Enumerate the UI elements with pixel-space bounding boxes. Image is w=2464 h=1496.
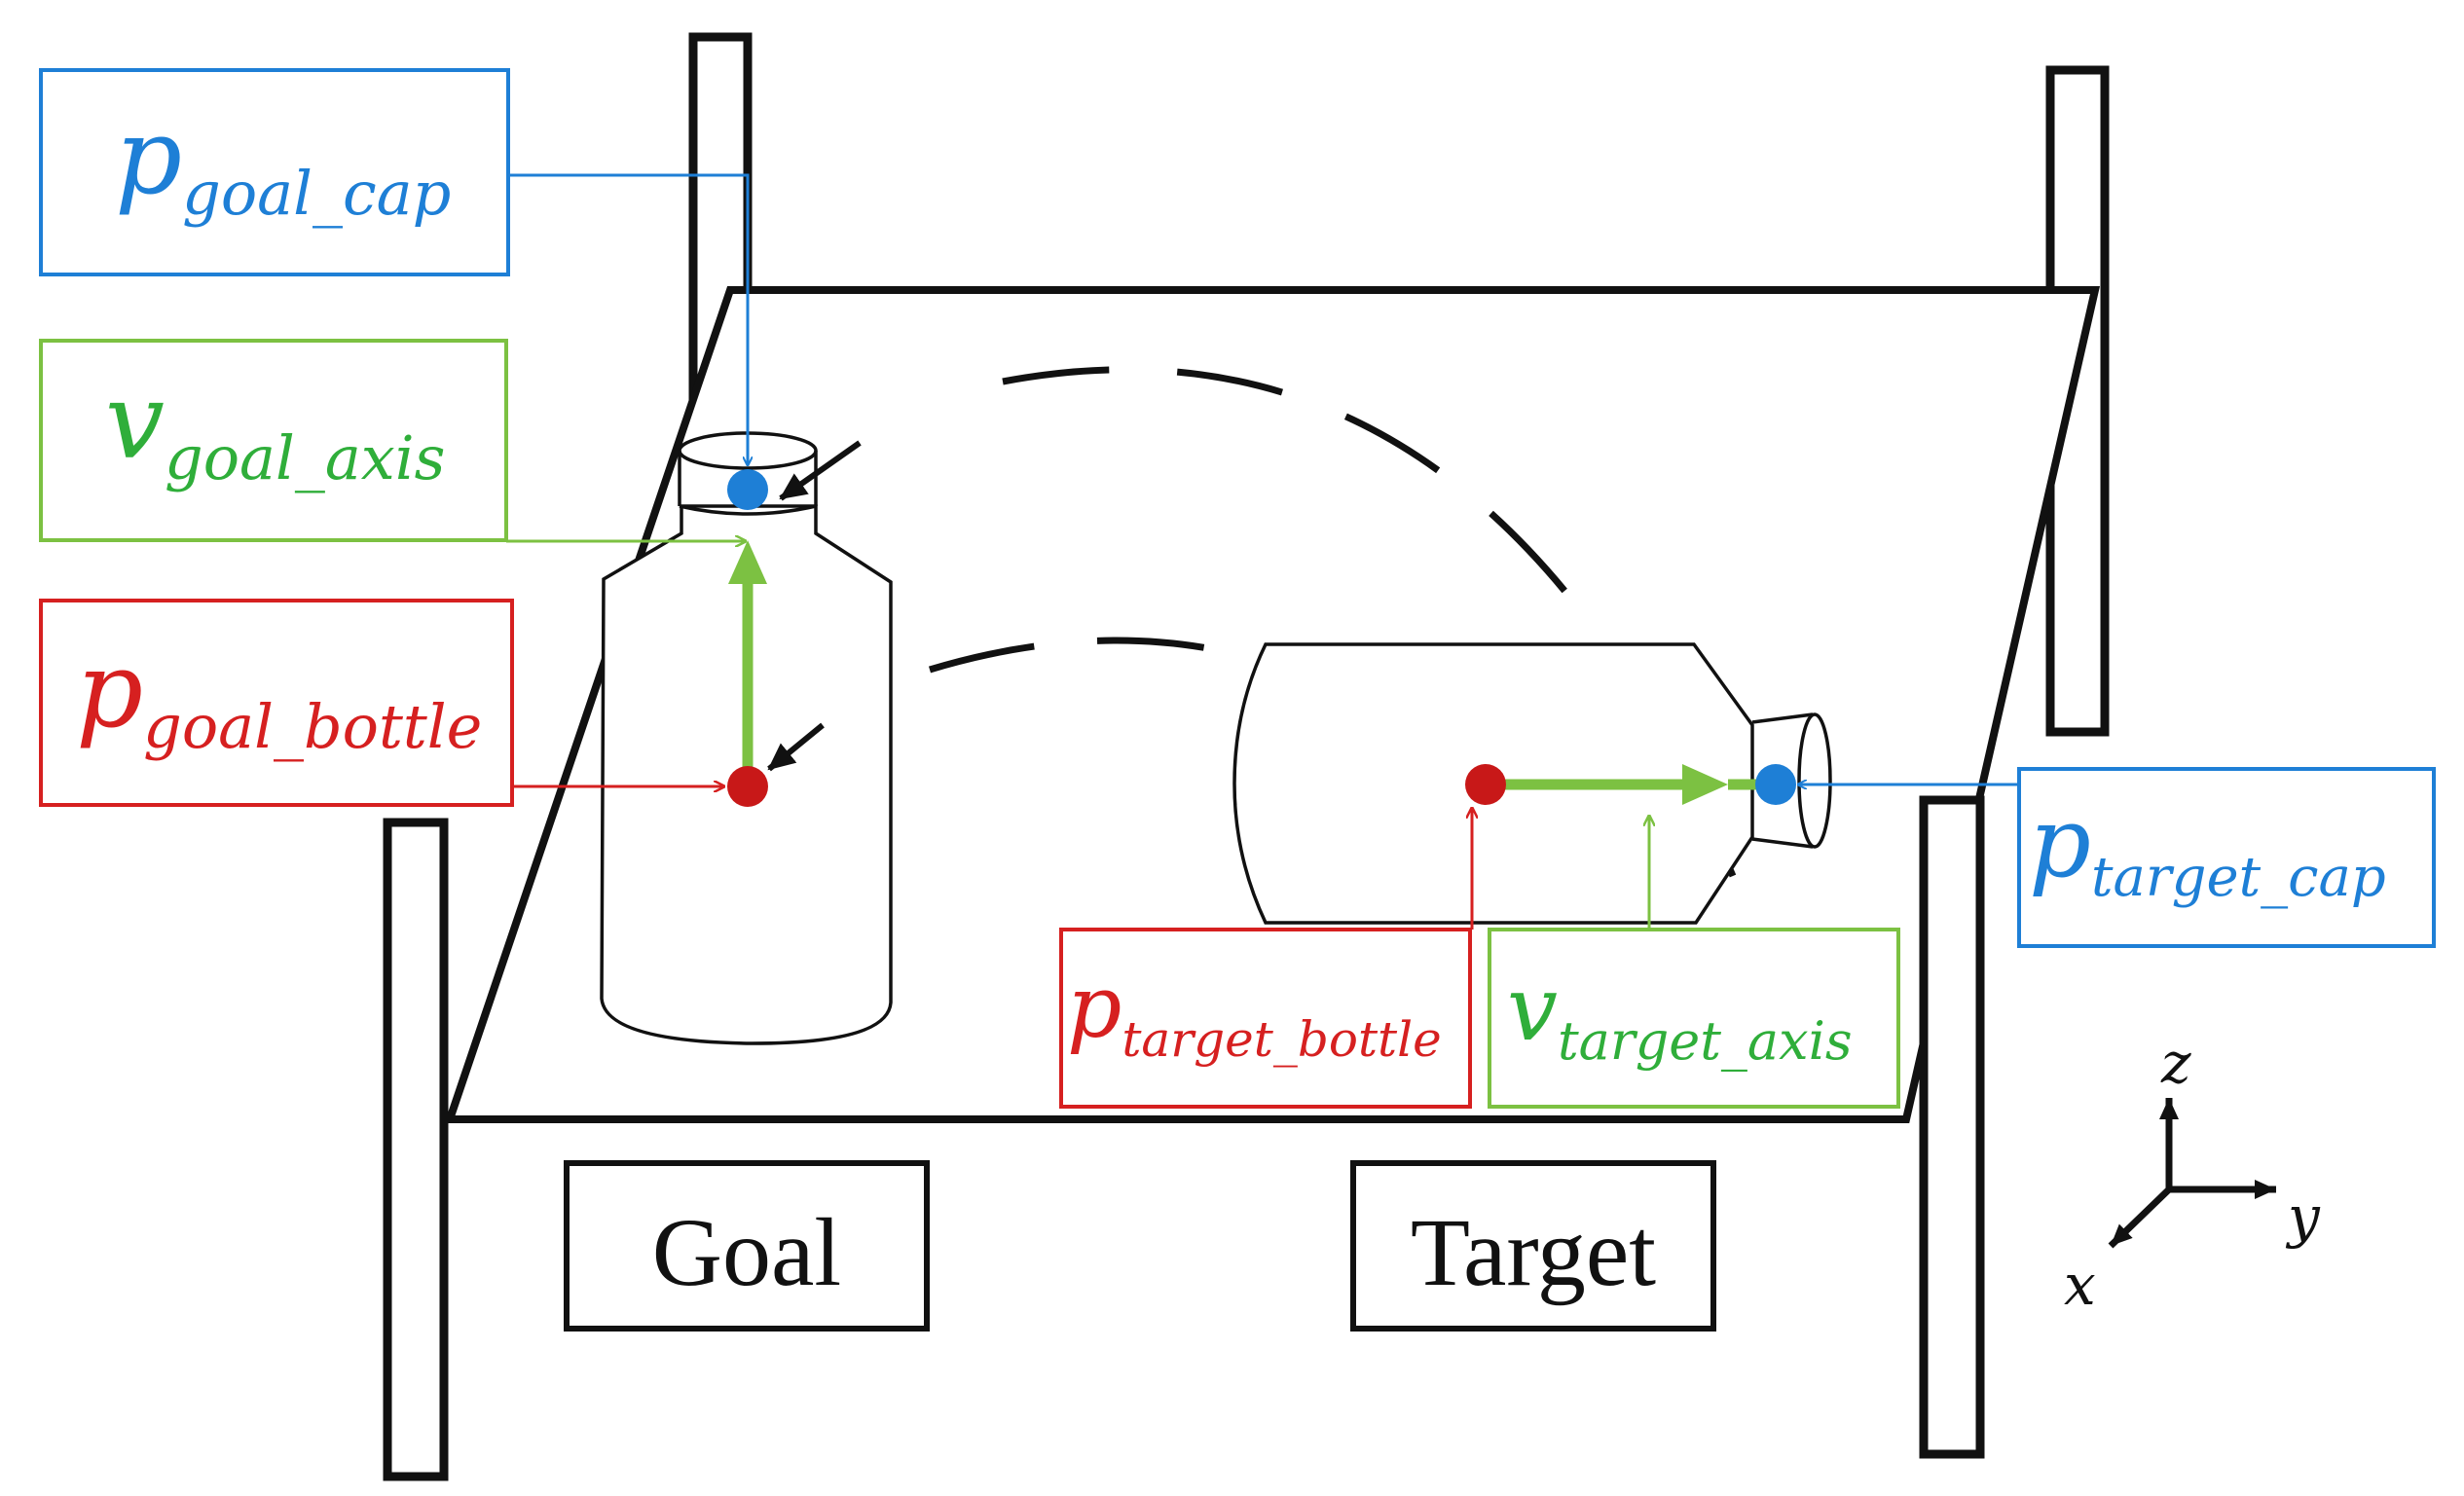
label-goal-axis: vgoal_axis <box>39 339 508 542</box>
table-post-front-right <box>1919 795 1985 1459</box>
coordinate-frame: z y x <box>2064 1030 2321 1318</box>
svg-text:ptarget_bottle: ptarget_bottle <box>1067 957 1442 1068</box>
y-axis-label: y <box>2285 1184 2321 1250</box>
target-name-box: Target <box>1350 1160 1716 1332</box>
label-target-bottle: ptarget_bottle <box>1059 928 1472 1109</box>
target-axis-subscript: target_axis <box>1558 1010 1853 1072</box>
svg-text:ptarget_cap: ptarget_cap <box>2029 785 2386 909</box>
goal-cap-symbol: p <box>115 96 182 218</box>
target-axis-arrowhead <box>1682 764 1728 805</box>
x-axis-label: x <box>2064 1252 2096 1318</box>
x-axis-arrow <box>2108 1186 2172 1249</box>
svg-text:vgoal_axis: vgoal_axis <box>105 361 445 493</box>
label-target-cap: ptarget_cap <box>2017 767 2436 948</box>
target-cap-symbol: p <box>2029 785 2091 899</box>
goal-bottle-point <box>727 766 768 807</box>
goal-bottle-symbol: p <box>76 630 143 751</box>
goal-cap-pointer-arrow <box>779 440 862 501</box>
svg-text:vtarget_axis: vtarget_axis <box>1507 957 1853 1072</box>
goal-name-box: Goal <box>564 1160 930 1332</box>
target-bottle-point <box>1465 764 1506 805</box>
goal-cap-point <box>727 469 768 510</box>
z-axis-label: z <box>2160 1030 2191 1096</box>
goal-axis-subscript: goal_axis <box>165 422 445 493</box>
target-cap-point <box>1755 764 1796 805</box>
label-goal-cap: pgoal_cap <box>39 68 510 276</box>
label-target-axis: vtarget_axis <box>1488 928 1900 1109</box>
svg-text:pgoal_cap: pgoal_cap <box>115 96 451 229</box>
table-post-front-left <box>383 818 449 1481</box>
goal-axis-arrowhead <box>728 540 767 584</box>
goal-cap-subscript: goal_cap <box>182 158 451 229</box>
goal-axis-symbol: v <box>105 361 165 483</box>
goal-bottle-subscript: goal_bottle <box>143 691 482 762</box>
goal-name-text: Goal <box>652 1198 841 1306</box>
svg-text:pgoal_bottle: pgoal_bottle <box>76 630 482 762</box>
goal-cap-leader <box>508 173 748 465</box>
target-name-text: Target <box>1411 1198 1656 1306</box>
target-axis-symbol: v <box>1507 957 1558 1061</box>
label-goal-bottle: pgoal_bottle <box>39 599 514 807</box>
target-bottle-symbol: p <box>1067 957 1122 1057</box>
target-bottle-subscript: target_bottle <box>1122 1011 1441 1068</box>
target-cap-subscript: target_cap <box>2091 846 2386 909</box>
goal-bottle-pointer-arrow <box>767 722 825 772</box>
